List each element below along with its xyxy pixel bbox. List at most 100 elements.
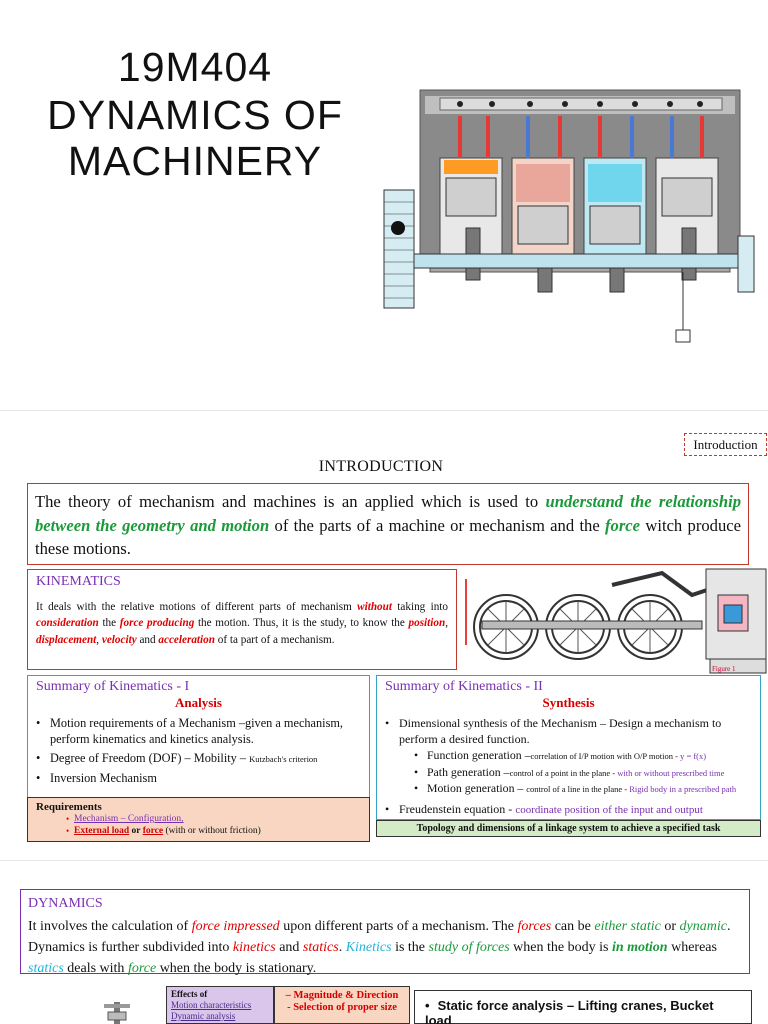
motion-generation-detail: Rigid body in a prescribed path [629, 784, 737, 794]
list-item: External load or force (with or without … [66, 825, 361, 837]
requirements-list: Mechanism – Configuration, External load… [36, 813, 361, 837]
path-generation-detail: with or without prescribed time [617, 767, 725, 778]
static-force-text: Static force analysis – Lifting cranes, … [425, 998, 714, 1024]
kin-t2: taking into [391, 600, 448, 613]
dyn-t3: can be [551, 919, 595, 934]
static-force-box: •Static force analysis – Lifting cranes,… [414, 990, 752, 1024]
course-code: 19M404 [117, 44, 273, 90]
list-item: Path generation –control of a point in t… [399, 765, 752, 782]
introduction-heading: INTRODUCTION [318, 458, 444, 475]
effects-motion: Motion characteristics [171, 1000, 252, 1010]
dyn-kinetics: kinetics [232, 940, 276, 955]
crane-icon [104, 1002, 130, 1024]
kin-comma-1: , [445, 617, 448, 629]
slide-divider [0, 860, 768, 861]
summary-2-title: Summary of Kinematics - II [385, 679, 543, 694]
list-item: Freudenstein equation - coordinate posit… [385, 801, 752, 818]
dyn-force: force [127, 961, 157, 976]
figure-label: Figure 1 [712, 665, 736, 673]
list-item: Motion requirements of a Mechanism –give… [36, 715, 361, 747]
summary-2-list: Dimensional synthesis of the Mechanism –… [385, 715, 752, 818]
intro-text: The theory of mechanism and machines is … [35, 492, 546, 511]
dyn-in-motion: in motion [611, 940, 668, 955]
list-item: Inversion Mechanism [36, 770, 361, 786]
motion-generation-note: control of a line in the plane - [526, 784, 630, 794]
dof-text: Degree of Freedom (DOF) – Mobility – [50, 751, 250, 765]
list-item: Mechanism – Configuration, [66, 813, 361, 825]
kin-t3: the [98, 617, 120, 629]
kin-t6: of ta part of a mechanism. [214, 633, 335, 646]
course-title-line-1: DYNAMICS OF [47, 92, 343, 138]
dyn-t4: or [660, 919, 680, 934]
dynamics-box: DYNAMICS It involves the calculation of … [20, 889, 750, 976]
dynamics-text: It involves the calculation of force imp… [28, 916, 742, 979]
dyn-t5: . Dynamics is further subdivided into [28, 919, 731, 955]
intro-text-2: of the parts of a machine or mechanism a… [269, 515, 606, 535]
function-generation-note: correlation of I/P motion with O/P motio… [530, 751, 681, 761]
kin-position: position [408, 617, 446, 629]
intro-text-3: witch produce these motions. [35, 515, 741, 559]
effects-box: Effects of Motion characteristics Dynami… [166, 986, 274, 1024]
kin-acceleration: acceleration [158, 633, 215, 646]
kinematics-box: KINEMATICS It deals with the relative mo… [27, 569, 457, 670]
req-external-load: External load [74, 826, 130, 836]
introduction-tag: Introduction [684, 433, 767, 456]
dyn-force-impressed: force impressed [191, 919, 280, 934]
kin-t1: It deals with the relative motions of di… [36, 600, 358, 613]
magnitude-box: – Magnitude & Direction - Selection of p… [274, 986, 410, 1024]
intro-force: force [605, 515, 641, 535]
dyn-t8: is the [391, 940, 429, 955]
engine-cutaway-illustration [383, 89, 755, 343]
dyn-t1: It involves the calculation of [28, 919, 192, 934]
list-item: Function generation –correlation of I/P … [399, 748, 752, 765]
slide-divider [0, 410, 768, 411]
dyn-t12: when the body is stationary. [156, 961, 317, 976]
requirements-box: Requirements Mechanism – Configuration, … [27, 797, 370, 842]
list-item: Degree of Freedom (DOF) – Mobility – Kut… [36, 750, 361, 767]
dyn-t11: deals with [63, 961, 128, 976]
kin-velocity: velocity [101, 633, 137, 646]
dyn-kinetics-2: Kinetics [345, 940, 392, 955]
motion-generation: Motion generation – [427, 781, 527, 795]
kin-displacement: displacement [36, 633, 97, 646]
dyn-either-static: either static [594, 919, 661, 934]
dyn-t6: and [275, 940, 303, 955]
summary-kinematics-1: Summary of Kinematics - I Analysis Motio… [27, 675, 370, 798]
path-generation: Path generation – [427, 764, 510, 779]
kin-comma-2: , [96, 633, 102, 646]
summary-1-subtitle: Analysis [175, 695, 222, 710]
kinematics-title: KINEMATICS [36, 574, 121, 589]
intro-highlight: understand the relationship between the … [35, 492, 741, 535]
size-line: - Selection of proper size [287, 1002, 397, 1013]
requirements-title: Requirements [36, 801, 102, 813]
freudenstein-detail: coordinate position of the input and out… [515, 803, 703, 816]
kin-t4: the motion. Thus, it is the study, to kn… [194, 617, 409, 629]
dyn-statics: statics [302, 940, 339, 955]
dyn-study-of-forces: study of forces [428, 940, 510, 955]
kin-consideration: consideration [36, 617, 99, 629]
req-force: force [142, 826, 164, 836]
locomotive-linkage-illustration: Figure 1 [465, 568, 767, 674]
magnitude-line: – Magnitude & Direction [285, 990, 399, 1001]
req-or: or [129, 826, 143, 836]
dyn-t10: whereas [667, 940, 717, 955]
introduction-box: The theory of mechanism and machines is … [27, 483, 749, 565]
summary-2-subtitle: Synthesis [542, 695, 595, 710]
dynamics-title: DYNAMICS [28, 896, 103, 911]
kin-t5: and [136, 633, 159, 646]
kinematics-text: It deals with the relative motions of di… [36, 599, 448, 649]
function-generation-formula: y = f(x) [680, 751, 707, 761]
path-generation-note: control of a point in the plane - [509, 767, 618, 778]
topology-banner: Topology and dimensions of a linkage sys… [376, 820, 761, 837]
function-generation: Function generation – [427, 748, 531, 762]
dyn-forces: forces [517, 919, 552, 934]
synthesis-text: Dimensional synthesis of the Mechanism –… [399, 716, 722, 746]
freudenstein-text: Freudenstein equation - [399, 801, 516, 816]
kin-without: without [357, 600, 392, 613]
summary-1-list: Motion requirements of a Mechanism –give… [36, 715, 361, 786]
dyn-dynamic: dynamic [679, 919, 727, 934]
synthesis-sublist: Function generation –correlation of I/P … [399, 748, 752, 798]
kin-force-producing: force producing [119, 617, 195, 629]
dyn-t7: . [338, 940, 346, 955]
list-item: Motion generation – control of a line in… [399, 781, 752, 798]
